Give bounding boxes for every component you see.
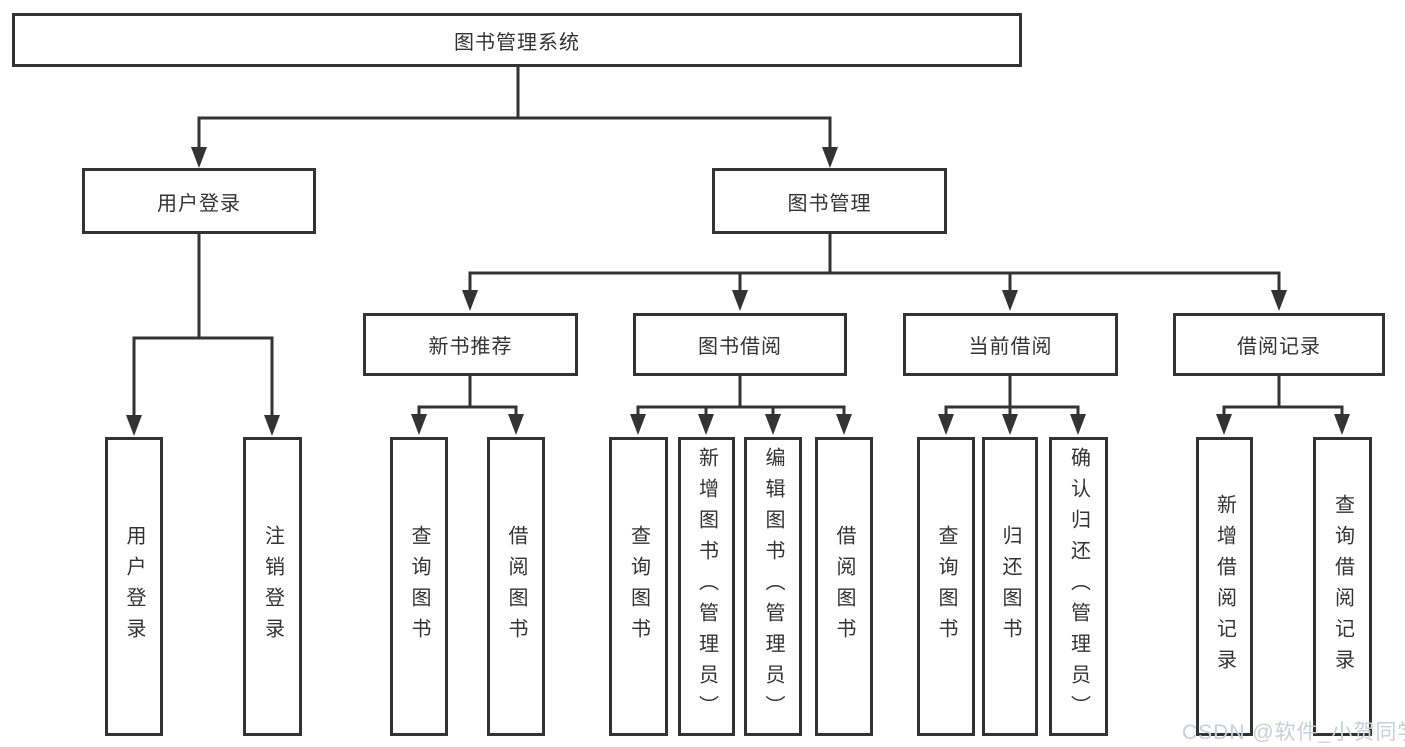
leaf-query-books-current: 查询图书 <box>917 437 975 736</box>
node-new-book-recommend-label: 新书推荐 <box>428 336 513 358</box>
leaf-confirm-return-admin-label: 确认归还（管理员） <box>1067 447 1090 726</box>
leaf-borrow-books-borrowing: 借阅图书 <box>815 437 873 736</box>
leaf-query-books-borrowing: 查询图书 <box>609 437 668 736</box>
leaf-borrow-books-borrowing-label: 借阅图书 <box>833 524 855 649</box>
leaf-return-book-label: 归还图书 <box>999 524 1021 649</box>
leaf-edit-book-admin-label: 编辑图书（管理员） <box>762 447 784 726</box>
node-user-login: 用户登录 <box>82 168 316 234</box>
leaf-confirm-return-admin: 确认归还（管理员） <box>1049 437 1108 736</box>
leaf-user-login-label: 用户登录 <box>123 524 145 649</box>
node-root: 图书管理系统 <box>12 13 1022 67</box>
leaf-add-book-admin: 新增图书（管理员） <box>678 437 735 736</box>
leaf-add-book-admin-label: 新增图书（管理员） <box>695 447 718 726</box>
watermark: CSDN @软件_小贺同学 <box>1182 721 1405 744</box>
leaf-edit-book-admin: 编辑图书（管理员） <box>744 437 802 736</box>
leaf-logout-label: 注销登录 <box>261 524 284 649</box>
leaf-query-borrow-record-label: 查询借阅记录 <box>1331 493 1354 680</box>
node-book-borrowing: 图书借阅 <box>633 313 847 376</box>
leaf-query-borrow-record: 查询借阅记录 <box>1313 437 1372 736</box>
leaf-add-borrow-record-label: 新增借阅记录 <box>1213 493 1236 680</box>
leaf-query-books-recommend-label: 查询图书 <box>408 524 430 649</box>
leaf-borrow-books-recommend-label: 借阅图书 <box>505 524 527 649</box>
leaf-return-book: 归还图书 <box>982 437 1038 736</box>
node-current-borrowing-label: 当前借阅 <box>968 336 1053 358</box>
node-book-management-label: 图书管理 <box>787 192 872 215</box>
node-book-borrowing-label: 图书借阅 <box>698 336 782 358</box>
leaf-user-login: 用户登录 <box>105 437 163 736</box>
node-root-label: 图书管理系统 <box>454 31 580 54</box>
node-current-borrowing: 当前借阅 <box>903 313 1118 376</box>
node-user-login-label: 用户登录 <box>157 192 241 215</box>
node-book-management: 图书管理 <box>712 168 947 234</box>
leaf-add-borrow-record: 新增借阅记录 <box>1196 437 1253 736</box>
leaf-borrow-books-recommend: 借阅图书 <box>487 437 545 736</box>
leaf-logout: 注销登录 <box>243 437 302 736</box>
node-new-book-recommend: 新书推荐 <box>363 313 578 376</box>
leaf-query-books-recommend: 查询图书 <box>390 437 448 736</box>
leaf-query-books-current-label: 查询图书 <box>935 524 957 649</box>
leaf-query-books-borrowing-label: 查询图书 <box>627 524 650 649</box>
node-borrowing-records: 借阅记录 <box>1173 313 1385 376</box>
node-borrowing-records-label: 借阅记录 <box>1237 336 1321 358</box>
